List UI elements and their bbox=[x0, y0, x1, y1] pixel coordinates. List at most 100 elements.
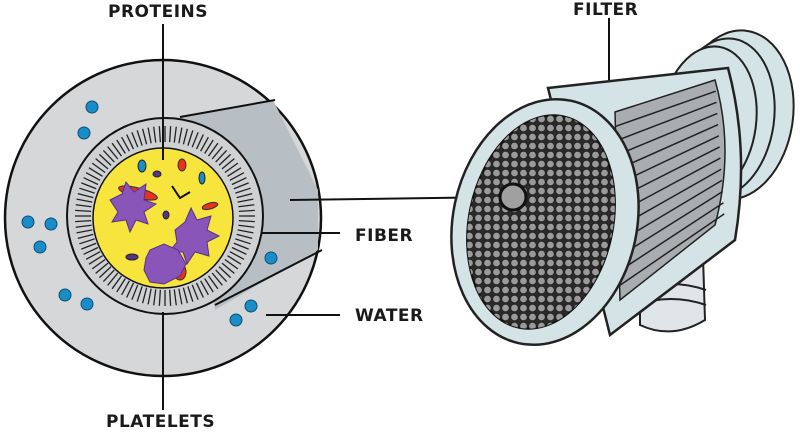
fiber-end bbox=[483, 285, 492, 295]
fiber-end bbox=[537, 159, 546, 169]
pore-tick bbox=[79, 187, 95, 194]
pore-tick bbox=[107, 146, 119, 160]
pore-tick bbox=[238, 209, 255, 213]
fiber-end bbox=[564, 285, 573, 295]
pore-tick bbox=[98, 153, 112, 166]
fiber-end bbox=[564, 213, 573, 223]
fiber-end bbox=[600, 240, 609, 250]
fiber-end bbox=[555, 285, 564, 295]
fiber-end bbox=[537, 177, 546, 187]
fiber-end bbox=[564, 249, 573, 259]
fiber-end bbox=[528, 285, 537, 295]
fiber-end bbox=[474, 123, 483, 133]
pore-tick bbox=[158, 289, 162, 306]
fiber-end bbox=[501, 249, 510, 259]
pore-tick bbox=[79, 238, 95, 245]
fiber-end bbox=[546, 123, 555, 133]
fiber-end bbox=[591, 240, 600, 250]
fiber-end bbox=[555, 159, 564, 169]
pore-tick bbox=[235, 238, 251, 245]
label-water: WATER bbox=[355, 306, 424, 326]
fiber-end bbox=[600, 204, 609, 214]
fiber-end bbox=[564, 267, 573, 277]
pore-tick bbox=[218, 266, 232, 279]
fiber-end bbox=[492, 240, 501, 250]
fiber-end bbox=[537, 222, 546, 232]
fiber-end bbox=[537, 141, 546, 151]
fiber-bundle bbox=[614, 79, 726, 302]
fiber-end bbox=[528, 168, 537, 178]
label-proteins: PROTEINS bbox=[108, 2, 209, 22]
fiber-end bbox=[546, 240, 555, 250]
fiber-end bbox=[474, 195, 483, 205]
fiber-end bbox=[555, 123, 564, 133]
fiber-end bbox=[528, 195, 537, 205]
pore-tick bbox=[91, 258, 106, 270]
fiber-end bbox=[474, 240, 483, 250]
fiber-end bbox=[546, 195, 555, 205]
pore-tick bbox=[229, 251, 245, 260]
fiber-end bbox=[510, 249, 519, 259]
fiber-end bbox=[573, 258, 582, 268]
fiber-end bbox=[519, 123, 528, 133]
pore-tick bbox=[95, 262, 109, 274]
pore-tick bbox=[75, 204, 92, 208]
fiber-end bbox=[600, 213, 609, 223]
fiber-end bbox=[528, 267, 537, 277]
fiber-strand bbox=[615, 101, 717, 142]
fiber-end bbox=[564, 123, 573, 133]
fiber-end bbox=[546, 258, 555, 268]
pore-tick bbox=[88, 255, 103, 265]
pore-tick bbox=[85, 172, 101, 181]
fiber-end bbox=[483, 195, 492, 205]
fiber-end bbox=[510, 240, 519, 250]
fiber-end bbox=[474, 249, 483, 259]
pore-tick bbox=[231, 246, 247, 255]
pore-tick bbox=[178, 288, 183, 305]
fiber-end bbox=[492, 258, 501, 268]
fiber-end bbox=[564, 240, 573, 250]
label-platelets: PLATELETS bbox=[106, 412, 216, 432]
fiber-end bbox=[582, 231, 591, 241]
pore-tick bbox=[121, 136, 130, 152]
pore-tick bbox=[126, 134, 135, 150]
fiber-end bbox=[492, 222, 501, 232]
fiber-end bbox=[582, 177, 591, 187]
pore-tick bbox=[221, 158, 235, 170]
pore-tick bbox=[111, 142, 123, 157]
pore-tick bbox=[233, 182, 249, 190]
fiber-end bbox=[564, 132, 573, 142]
fiber-end bbox=[573, 132, 582, 142]
fiber-end bbox=[573, 222, 582, 232]
fiber-end bbox=[555, 231, 564, 241]
fiber-end bbox=[537, 312, 546, 322]
label-fiber: FIBER bbox=[355, 226, 414, 246]
fiber-end bbox=[528, 312, 537, 322]
fiber-end bbox=[510, 141, 519, 151]
fiber-end bbox=[573, 123, 582, 133]
fiber-end bbox=[573, 159, 582, 169]
fiber-end bbox=[501, 231, 510, 241]
fiber-end bbox=[492, 285, 501, 295]
fiber-end bbox=[582, 222, 591, 232]
fiber-end bbox=[591, 213, 600, 223]
pore-tick bbox=[116, 278, 126, 293]
pore-tick bbox=[235, 187, 251, 194]
fiber-end bbox=[555, 267, 564, 277]
fiber-end bbox=[528, 276, 537, 286]
fiber-end bbox=[564, 177, 573, 187]
fiber-end bbox=[528, 123, 537, 133]
fiber-end bbox=[555, 222, 564, 232]
fiber-end bbox=[528, 240, 537, 250]
pore-tick bbox=[227, 167, 242, 177]
pore-tick bbox=[141, 287, 148, 304]
fiber-end bbox=[483, 204, 492, 214]
pore-tick bbox=[182, 287, 189, 304]
fiber-end bbox=[546, 150, 555, 160]
fiber-end bbox=[519, 222, 528, 232]
fiber-end bbox=[564, 231, 573, 241]
fiber-end bbox=[564, 168, 573, 178]
fiber-end bbox=[582, 276, 591, 286]
pore-tick bbox=[236, 233, 253, 240]
fiber-end bbox=[573, 204, 582, 214]
